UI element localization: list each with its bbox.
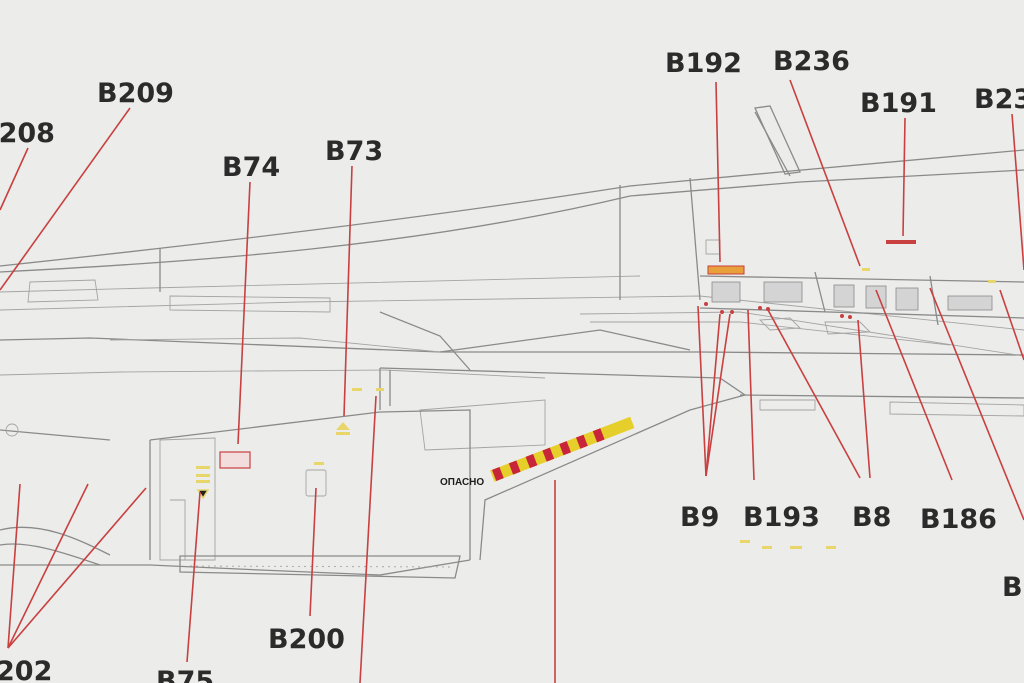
label-b208: B208	[0, 118, 55, 149]
decal-yellow-9	[988, 280, 996, 283]
danger-label: ОПАСНО	[440, 477, 484, 488]
decal-yellow-3	[314, 462, 324, 465]
label-b8: B8	[852, 502, 891, 533]
label-b202: 202	[0, 656, 52, 683]
decal-b73	[336, 422, 350, 430]
decal-marks	[196, 240, 996, 549]
label-b74: B74	[222, 152, 280, 183]
label-b73: B73	[325, 136, 383, 167]
label-b236: B236	[773, 46, 850, 77]
decal-yellow-2	[376, 388, 384, 391]
decal-b8-dot-1	[840, 314, 844, 318]
decal-b75	[196, 466, 210, 469]
decal-b75c	[196, 480, 210, 483]
decal-b192	[707, 265, 745, 275]
label-b193: B193	[743, 502, 820, 533]
decal-b8-dot-2	[848, 315, 852, 319]
decal-yellow-6	[790, 546, 802, 549]
danger-stripe	[490, 416, 635, 482]
label-b-right: B	[1002, 572, 1023, 603]
vent-grilles	[711, 281, 993, 311]
decal-b9-dot-1	[704, 302, 708, 306]
decal-b75b	[196, 474, 210, 477]
label-b75: B75	[156, 666, 214, 683]
decal-b193-dot-1	[758, 306, 762, 310]
decal-b191	[886, 240, 916, 244]
decal-b74	[219, 451, 251, 469]
decal-yellow-1	[352, 388, 362, 391]
decal-b193-dot-2	[766, 307, 770, 311]
leader-lines	[0, 79, 1024, 683]
decal-yellow-4	[740, 540, 750, 543]
label-b192: B192	[665, 48, 742, 79]
decal-yellow-7	[826, 546, 836, 549]
decal-yellow-8	[862, 268, 870, 271]
label-b191: B191	[860, 88, 937, 119]
callout-labels: B209 B208 B74 B73 B192 B236 B191 B23 B9 …	[0, 46, 1024, 683]
label-b209: B209	[97, 78, 174, 109]
decal-b73b	[336, 432, 350, 435]
label-b186: B186	[920, 504, 997, 535]
label-b23x: B23	[974, 84, 1024, 115]
decal-b9-dot-2	[720, 310, 724, 314]
label-b9: B9	[680, 502, 719, 533]
decal-b9-dot-3	[730, 310, 734, 314]
decal-yellow-5	[762, 546, 772, 549]
label-b200: B200	[268, 624, 345, 655]
